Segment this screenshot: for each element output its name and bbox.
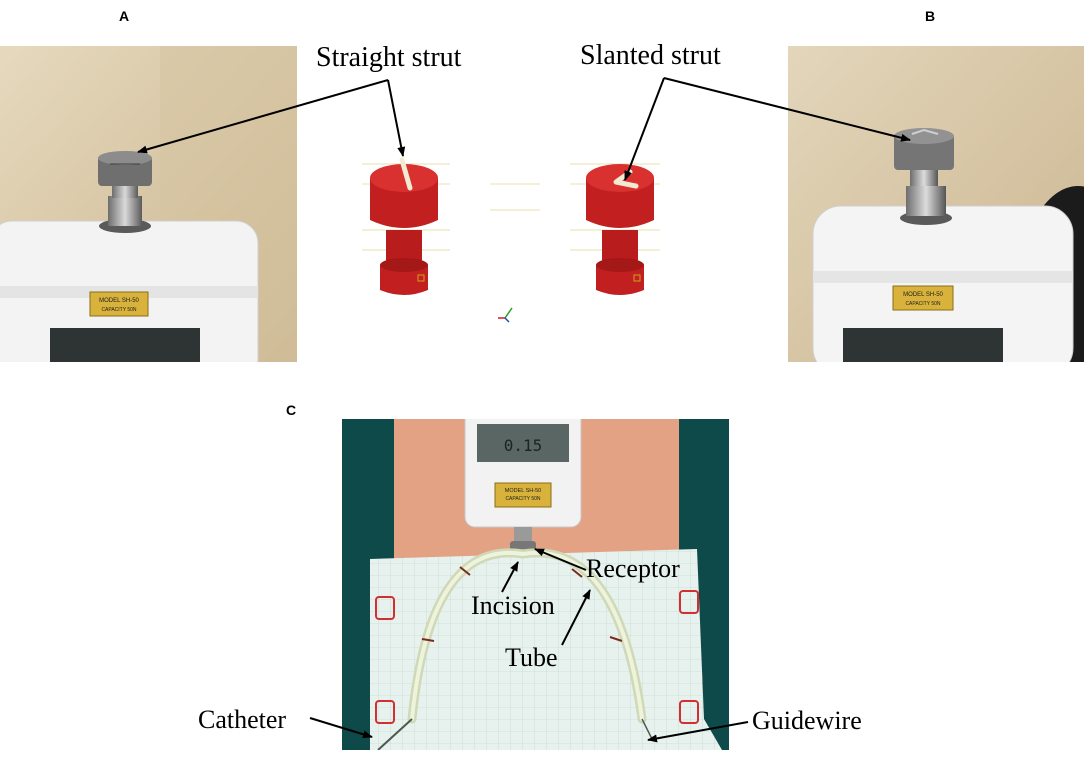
label-incision: Incision	[471, 591, 555, 620]
gauge-model-label-a: MODEL SH-50	[99, 298, 139, 304]
panel-letter-c: C	[286, 402, 297, 418]
photo-panel-a: MODEL SH-50 CAPACITY 50N	[0, 46, 297, 362]
photo-panel-c: 0.15 MODEL SH-50 CAPACITY 50N	[342, 419, 729, 750]
label-tube: Tube	[505, 643, 558, 672]
cad-model-straight-strut	[370, 157, 438, 295]
axis-triad-icon	[498, 307, 513, 323]
gauge-capacity-label-c: CAPACITY 50N	[505, 496, 540, 502]
gauge-model-label-c: MODEL SH-50	[505, 488, 541, 494]
gauge-capacity-label-a: CAPACITY 50N	[101, 307, 136, 313]
panel-letter-b: B	[925, 8, 936, 24]
label-catheter: Catheter	[198, 705, 287, 734]
label-slanted-strut: Slanted strut	[580, 40, 721, 71]
gauge-reading: 0.15	[504, 436, 543, 455]
label-guidewire: Guidewire	[752, 706, 862, 735]
panel-letter-a: A	[119, 8, 130, 24]
label-straight-strut: Straight strut	[316, 42, 462, 73]
label-receptor: Receptor	[586, 554, 680, 583]
photo-panel-b: MODEL SH-50 CAPACITY 50N	[788, 46, 1084, 362]
cad-model-area	[300, 100, 785, 340]
gauge-capacity-label-b: CAPACITY 50N	[905, 301, 940, 307]
gauge-model-label-b: MODEL SH-50	[903, 292, 943, 298]
